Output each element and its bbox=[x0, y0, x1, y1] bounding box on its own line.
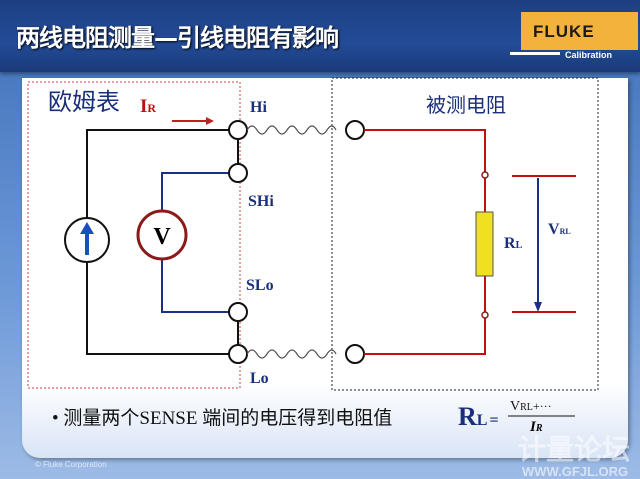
voltmeter-label: V bbox=[153, 224, 171, 250]
terminal-slo bbox=[228, 302, 248, 322]
dut-label: 被测电阻 bbox=[426, 94, 506, 117]
copyright: © Fluke Corporation bbox=[35, 460, 107, 469]
dut-wires bbox=[364, 129, 576, 355]
source-arrowhead-icon bbox=[80, 222, 94, 234]
watermark: 计量论坛 bbox=[518, 434, 631, 465]
fluke-logo: FLUKE bbox=[521, 12, 638, 50]
bullet-text: • 测量两个SENSE 端间的电压得到电阻值 bbox=[52, 407, 392, 429]
voltage-arrowhead bbox=[534, 302, 542, 312]
shi-label: SHi bbox=[248, 193, 274, 210]
voltmeter-icon bbox=[136, 209, 188, 261]
logo-subtitle: Calibration bbox=[565, 50, 613, 60]
content-panel bbox=[22, 78, 628, 458]
sense-node-top bbox=[481, 171, 489, 179]
dut-box bbox=[331, 77, 599, 391]
voltage-label: VRL bbox=[548, 221, 571, 238]
terminal-lo bbox=[228, 344, 248, 364]
logo-text: FLUKE bbox=[533, 22, 595, 41]
dut-terminal-top bbox=[345, 120, 365, 140]
formula-numerator: VRL+··· bbox=[510, 399, 552, 414]
slo-label: SLo bbox=[246, 277, 274, 294]
test-leads bbox=[246, 125, 337, 359]
hi-label: Hi bbox=[250, 99, 267, 116]
ohmmeter-box bbox=[27, 81, 241, 389]
watermark-url: WWW.GFJL.ORG bbox=[522, 464, 629, 479]
formula: RL= bbox=[458, 402, 499, 431]
ohmmeter-label: 欧姆表 bbox=[48, 89, 120, 116]
logo-line bbox=[510, 52, 560, 55]
sense-wires bbox=[161, 172, 229, 313]
slide-title: 两线电阻测量—引线电阻有影响 bbox=[16, 24, 339, 52]
current-label: IR bbox=[140, 96, 156, 117]
dut-terminal-bottom bbox=[345, 344, 365, 364]
terminal-hi bbox=[228, 120, 248, 140]
current-arrowhead bbox=[206, 117, 214, 125]
terminal-shi bbox=[228, 163, 248, 183]
sense-node-bottom bbox=[481, 311, 489, 319]
formula-denominator: IR bbox=[529, 419, 543, 435]
resistor-icon bbox=[475, 211, 494, 277]
lo-label: Lo bbox=[250, 370, 269, 387]
resistor-label: RL bbox=[504, 235, 523, 252]
